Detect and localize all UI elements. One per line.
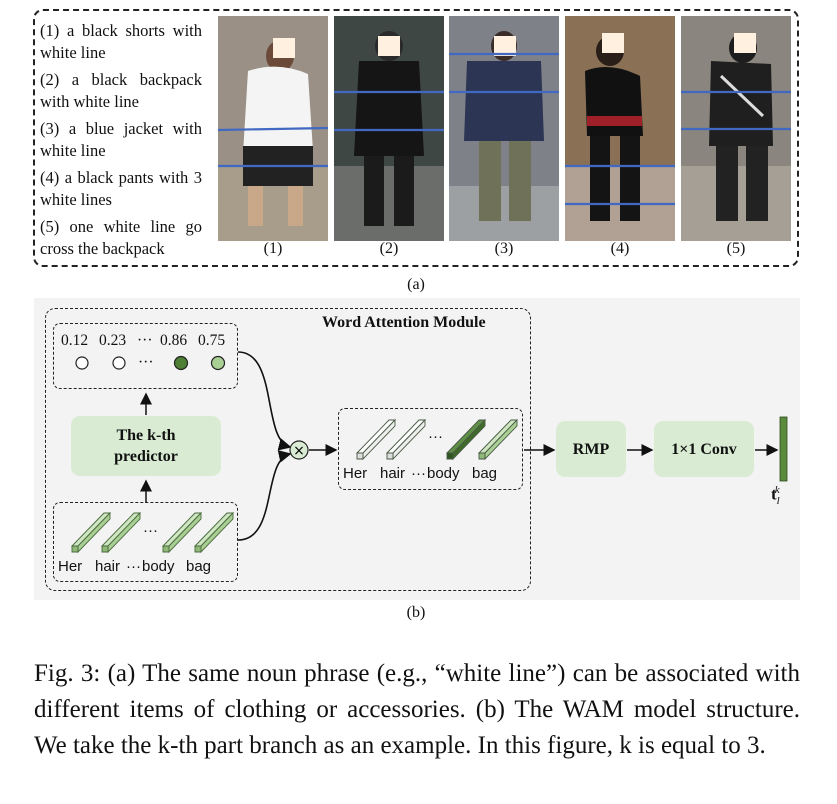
panel-a-frame bbox=[33, 9, 799, 267]
subfigure-label-b: (b) bbox=[406, 604, 426, 621]
output-main: t bbox=[771, 484, 777, 504]
figure-caption: Fig. 3: (a) The same noun phrase (e.g., … bbox=[34, 660, 800, 759]
score-3: 0.86 bbox=[160, 332, 188, 349]
predictor-label-line1: The k-th bbox=[116, 427, 176, 444]
pedestrian-photo-1 bbox=[218, 16, 328, 241]
conv-1x1-box: 1×1 Conv bbox=[654, 421, 754, 477]
weighted-word-bag: bag bbox=[472, 465, 498, 482]
predictor-label-line2: predictor bbox=[114, 448, 178, 465]
photo-label-4: (4) bbox=[610, 240, 630, 257]
photo-label-2: (2) bbox=[379, 240, 399, 257]
score-dots: ··· bbox=[137, 332, 153, 349]
pedestrian-photo-2 bbox=[334, 16, 444, 241]
subfigure-label-a: (a) bbox=[407, 276, 425, 293]
description-4: (4) a black pants with 3 white lines bbox=[40, 168, 202, 209]
photo-label-3: (3) bbox=[494, 240, 514, 257]
output-subscript: l bbox=[776, 495, 780, 508]
photo-label-5: (5) bbox=[726, 240, 746, 257]
score-4: 0.75 bbox=[198, 332, 226, 349]
score-circles-dots: ··· bbox=[138, 354, 154, 371]
description-5: (5) one white line go cross the backpack bbox=[40, 217, 202, 258]
input-embedding-dots: ··· bbox=[143, 522, 158, 539]
input-word-bag: bag bbox=[186, 558, 212, 575]
weighted-word-hair: hair bbox=[380, 465, 406, 482]
description-3: (3) a blue jacket with white line bbox=[40, 119, 202, 160]
description-1: (1) a black shorts with white line bbox=[40, 21, 202, 62]
wam-title: Word Attention Module bbox=[322, 314, 486, 331]
score-2: 0.23 bbox=[99, 332, 127, 349]
weighted-word-her: Her bbox=[343, 465, 368, 482]
weighted-word-embeddings-box bbox=[338, 408, 523, 490]
weighted-word-dots: ··· bbox=[411, 465, 426, 482]
input-word-hair: hair bbox=[95, 558, 121, 575]
score-1: 0.12 bbox=[61, 332, 89, 349]
description-2: (2) a black backpack with white line bbox=[40, 70, 202, 111]
kth-predictor-box: The k-th predictor bbox=[71, 416, 221, 476]
photo-label-1: (1) bbox=[263, 240, 283, 257]
input-word-dots: ··· bbox=[126, 558, 141, 575]
pedestrian-photo-4 bbox=[565, 16, 675, 241]
description-list: (1) a black shorts with white line (2) a… bbox=[40, 20, 202, 265]
rmp-box: RMP bbox=[556, 421, 626, 477]
input-word-her: Her bbox=[58, 558, 83, 575]
input-word-body: body bbox=[142, 558, 175, 575]
weighted-word-body: body bbox=[427, 465, 460, 482]
output-superscript: k bbox=[774, 484, 780, 496]
pedestrian-photo-5 bbox=[681, 16, 791, 241]
pedestrian-photo-3 bbox=[449, 16, 559, 241]
attention-scores-box bbox=[53, 323, 238, 389]
weighted-embedding-dots: ··· bbox=[428, 428, 443, 445]
output-feature-label: tlk bbox=[771, 484, 780, 507]
